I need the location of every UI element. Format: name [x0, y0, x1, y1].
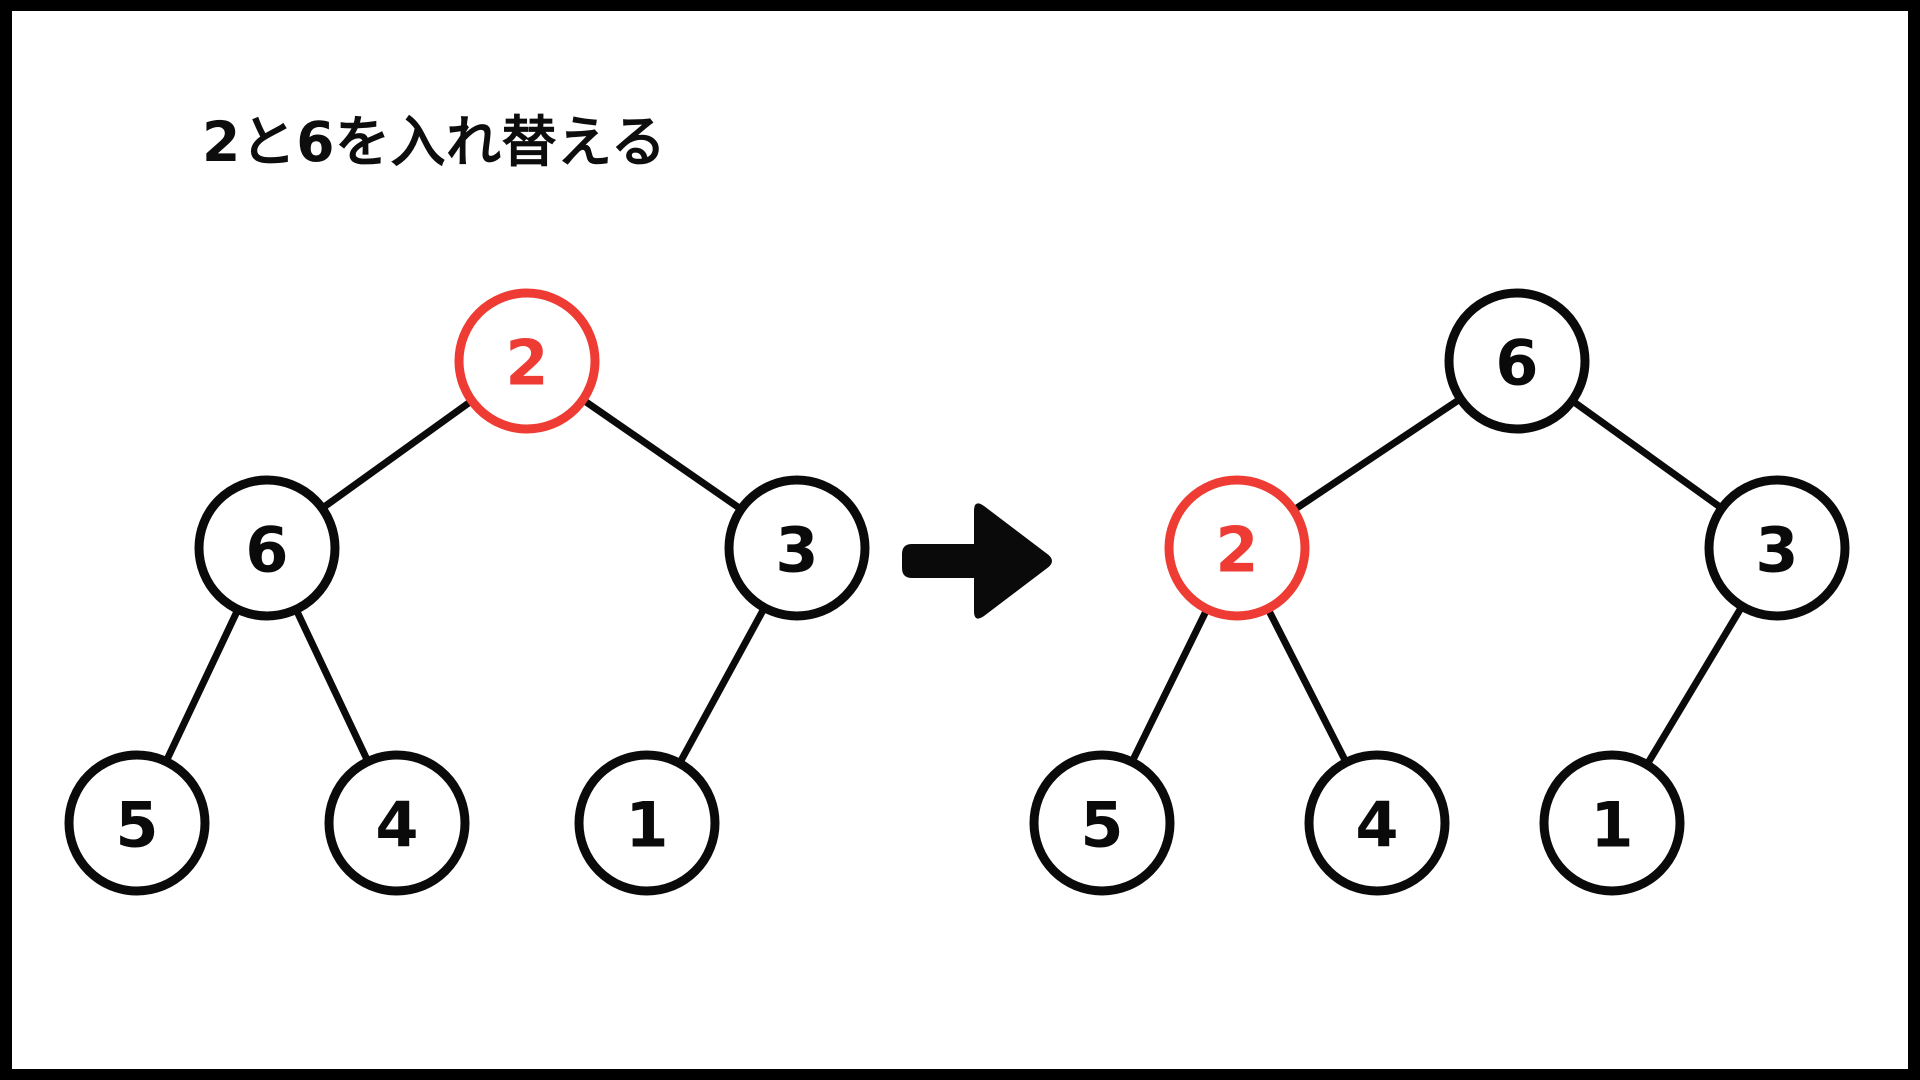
node-value-label: 3 [775, 514, 818, 587]
tree-edge [1642, 601, 1747, 770]
tree-edge [161, 604, 243, 767]
tree-edge [675, 602, 769, 769]
node-value-label: 6 [245, 514, 288, 587]
node-circle [1539, 750, 1685, 896]
tree-edge [317, 396, 477, 513]
node-value-label: 2 [505, 327, 548, 400]
node-value-label: 5 [1080, 789, 1123, 862]
tree-node[interactable]: 6 [194, 475, 340, 621]
tree-node[interactable]: 6 [1444, 288, 1590, 434]
node-value-label: 4 [1355, 789, 1398, 862]
node-circle [324, 750, 470, 896]
node-circle [1444, 288, 1590, 434]
transform-arrow-layer [902, 503, 1052, 619]
tree-node[interactable]: 3 [1704, 475, 1850, 621]
node-value-label: 2 [1215, 514, 1258, 587]
node-circle [1029, 750, 1175, 896]
node-circle [194, 475, 340, 621]
right-arrow-icon [902, 503, 1052, 619]
node-circle-highlighted [1164, 475, 1310, 621]
node-circle [1304, 750, 1450, 896]
node-circle [574, 750, 720, 896]
diagram-canvas: 2 6 3 5 4 1 6 2 3 5 4 1 2と6を入れ替える [12, 11, 1908, 1069]
tree-edge [291, 604, 373, 767]
node-circle [1704, 475, 1850, 621]
tree-edge [1567, 396, 1727, 513]
tree-node[interactable]: 1 [1539, 750, 1685, 896]
tree-edges-layer [161, 394, 1747, 770]
tree-node[interactable]: 4 [1304, 750, 1450, 896]
node-value-label: 1 [625, 789, 668, 862]
node-circle [64, 750, 210, 896]
node-circle-highlighted [454, 288, 600, 434]
binary-tree-swap-diagram: 2 6 3 5 4 1 6 2 3 5 4 1 2と6を入れ替える [64, 110, 1850, 896]
tree-node[interactable]: 3 [724, 475, 870, 621]
node-value-label: 5 [115, 789, 158, 862]
tree-nodes-layer: 2 6 3 5 4 1 6 2 3 5 4 1 [64, 288, 1850, 896]
tree-node[interactable]: 2 [454, 288, 600, 434]
tree-node[interactable]: 1 [574, 750, 720, 896]
node-circle [724, 475, 870, 621]
page-title: 2と6を入れ替える [202, 110, 666, 174]
node-value-label: 6 [1495, 327, 1538, 400]
node-value-label: 3 [1755, 514, 1798, 587]
tree-node[interactable]: 5 [64, 750, 210, 896]
tree-node[interactable]: 2 [1164, 475, 1310, 621]
tree-edge [1263, 603, 1351, 768]
node-value-label: 4 [375, 789, 418, 862]
tree-edge [1127, 603, 1212, 768]
tree-node[interactable]: 4 [324, 750, 470, 896]
tree-node[interactable]: 5 [1029, 750, 1175, 896]
node-value-label: 1 [1590, 789, 1633, 862]
tree-edge [1288, 394, 1466, 515]
tree-edge [577, 395, 747, 514]
